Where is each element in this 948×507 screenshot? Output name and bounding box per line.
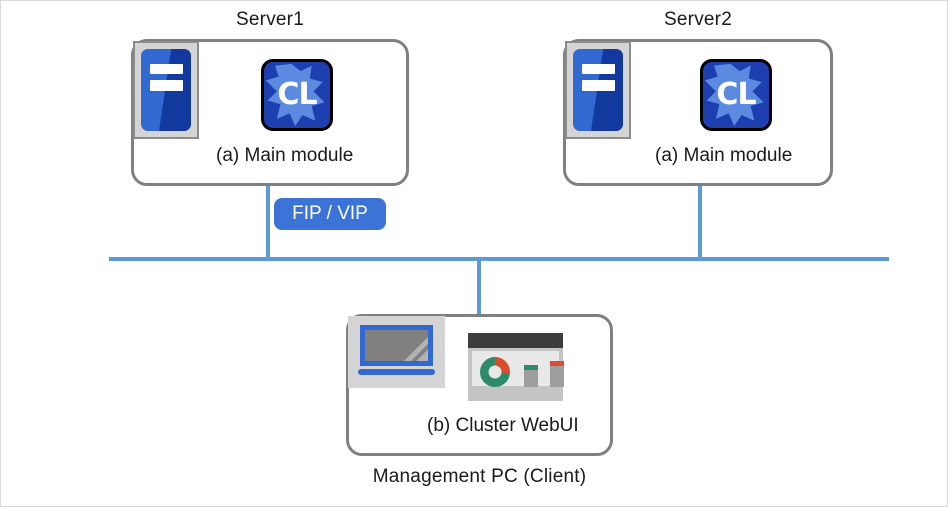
server2-title: Server2 <box>664 9 732 30</box>
bar-indicator-icon <box>549 360 564 387</box>
fip-vip-badge: FIP / VIP <box>274 198 386 230</box>
server-slot-bar <box>149 80 183 91</box>
server-slot-bar <box>581 63 615 75</box>
cl-logo-text: CL <box>277 76 317 112</box>
laptop-computer-icon <box>348 316 445 388</box>
cl-logo-splash-shape <box>265 63 325 127</box>
cl-logo-text: CL <box>716 76 756 112</box>
browser-titlebar <box>468 333 563 348</box>
browser-content-area <box>471 350 564 387</box>
server1-box: CL (a) Main module <box>131 39 409 186</box>
server-rack-icon <box>133 41 199 139</box>
server-rack-icon <box>565 41 631 139</box>
server1-module-caption: (a) Main module <box>216 145 354 166</box>
clusterpro-cl-logo-icon: CL <box>261 59 333 131</box>
management-pc-box: (b) Cluster WebUI <box>346 314 613 456</box>
server-slot-bar <box>581 80 615 91</box>
cluster-webui-caption: (b) Cluster WebUI <box>427 415 579 436</box>
bar-indicator-icon <box>523 364 538 387</box>
cl-logo-splash-shape <box>704 63 764 127</box>
donut-chart-icon <box>479 356 510 387</box>
laptop-base <box>357 368 436 376</box>
server2-box: CL (a) Main module <box>563 39 833 186</box>
laptop-screen <box>359 325 434 367</box>
server2-module-caption: (a) Main module <box>655 145 793 166</box>
web-browser-dashboard-icon <box>468 333 564 401</box>
server1-network-drop-line <box>266 186 270 261</box>
clusterpro-cl-logo-icon: CL <box>700 59 772 131</box>
server-slot-bar <box>149 63 183 75</box>
server2-network-drop-line <box>698 186 702 261</box>
management-pc-title: Management PC (Client) <box>372 466 587 487</box>
network-bus-line <box>109 257 889 261</box>
server1-title: Server1 <box>236 9 304 30</box>
client-network-drop-line <box>477 257 481 315</box>
